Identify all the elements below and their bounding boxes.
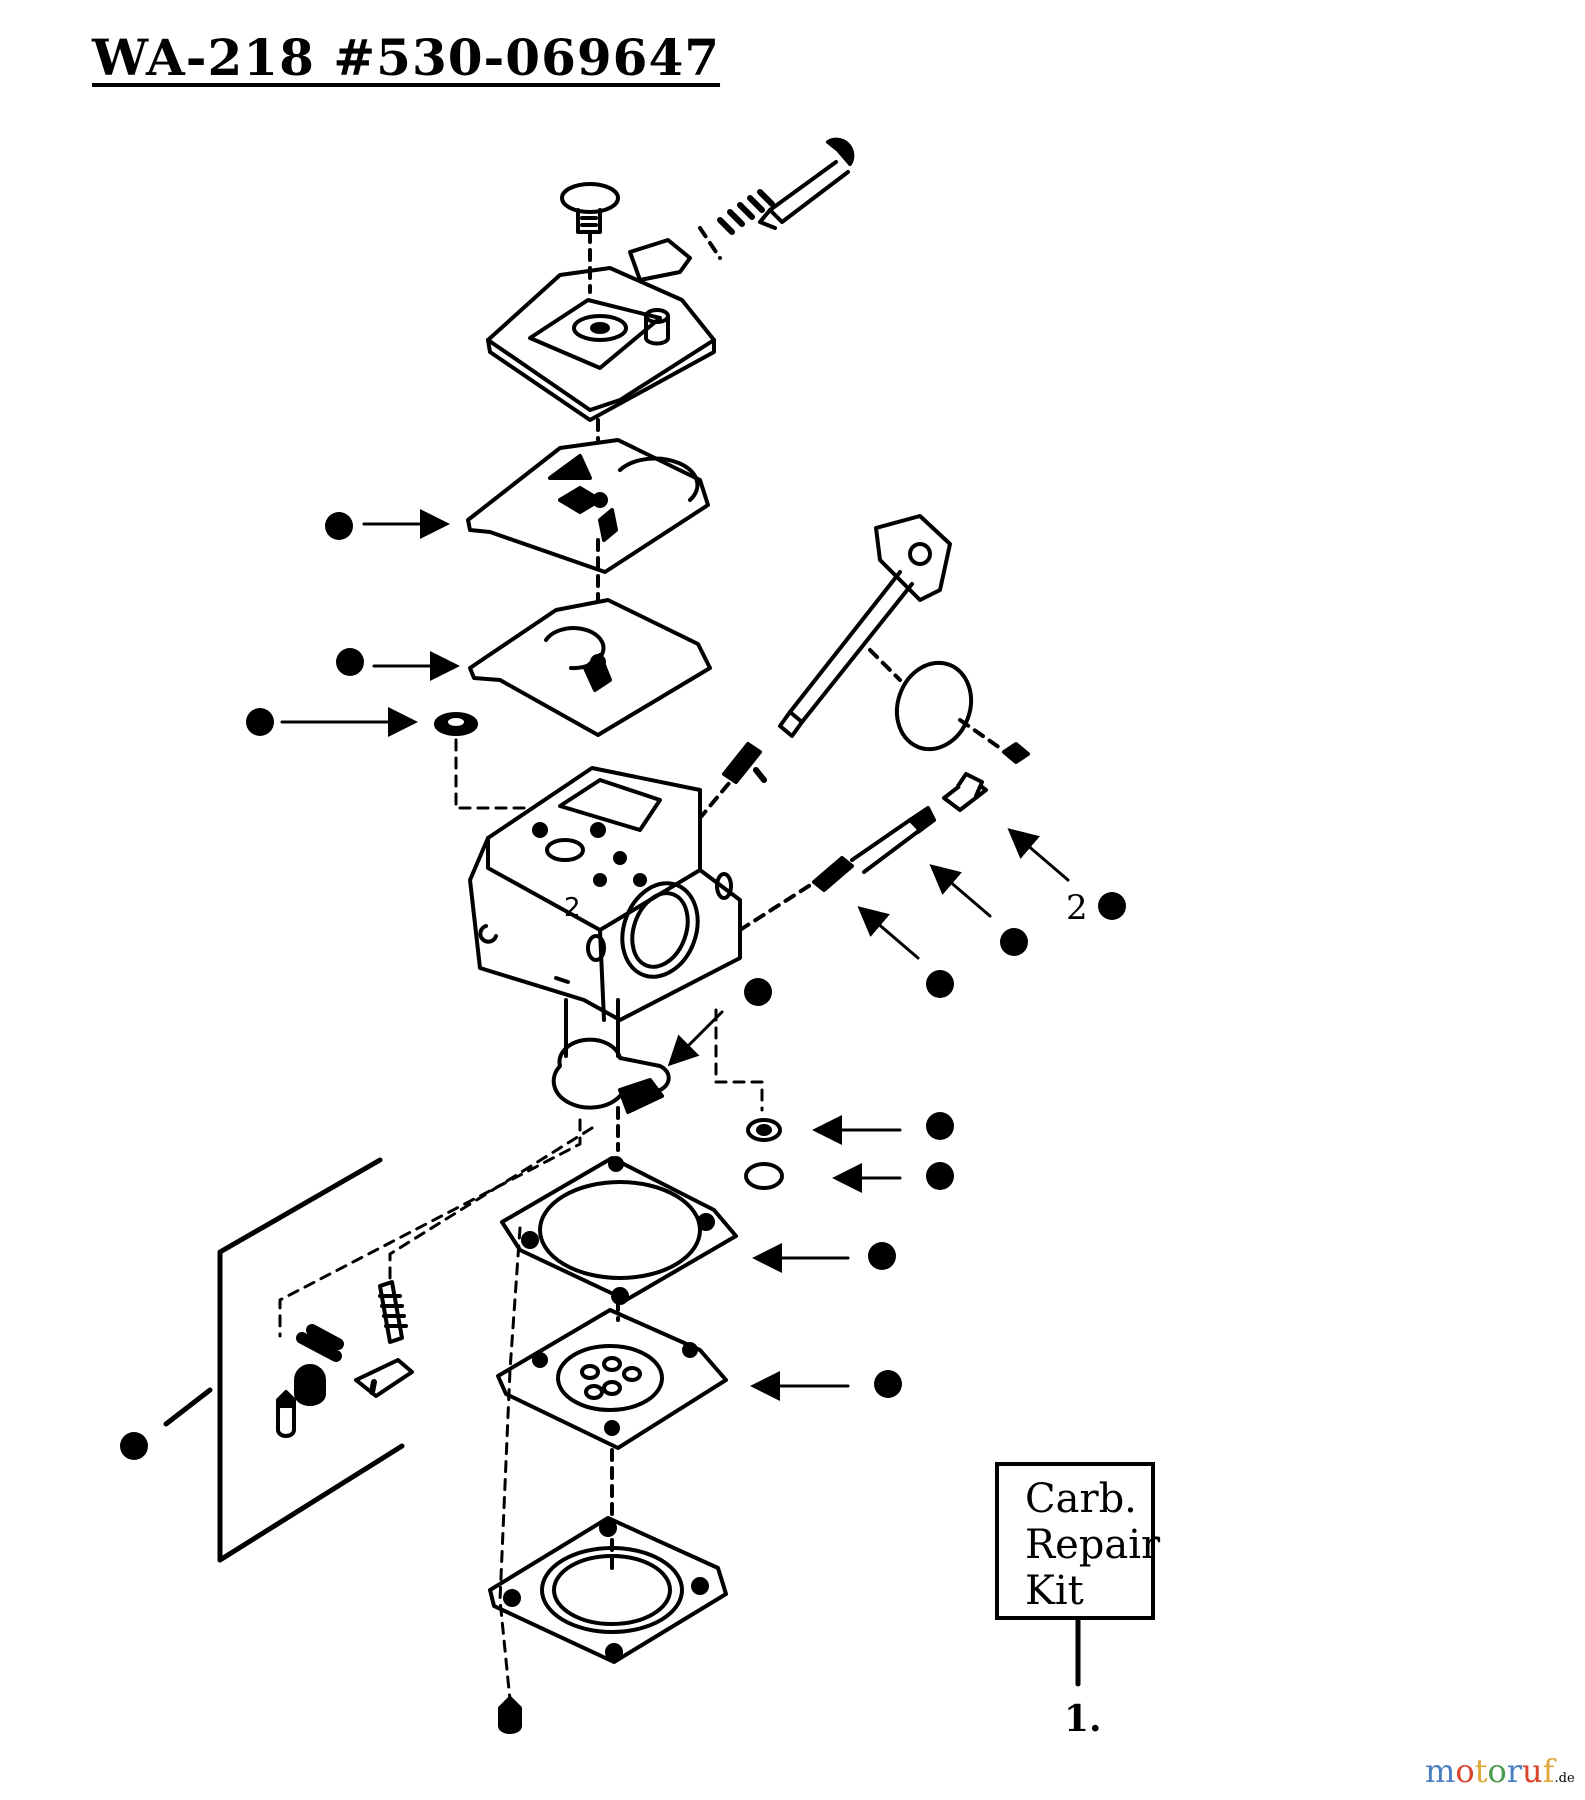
bottom-screw <box>498 1696 522 1734</box>
callout-dot <box>325 512 353 540</box>
svg-text:2: 2 <box>564 893 581 923</box>
pump-diaphragm <box>468 598 712 737</box>
callout-arrow <box>1007 828 1070 882</box>
kit-line-2: Repair <box>1025 1522 1161 1568</box>
callout-number-2: 2 <box>1066 888 1088 928</box>
watermark-letter: o <box>1455 1752 1475 1790</box>
top-cover-screw <box>560 182 620 234</box>
metering-gasket <box>500 1106 738 1305</box>
callout-dot <box>120 1432 148 1460</box>
watermark-tld: .de <box>1554 1771 1575 1786</box>
watermark-letter: o <box>1487 1752 1507 1790</box>
callout-dot <box>926 1162 954 1190</box>
watermark-letter: t <box>1474 1752 1488 1790</box>
callout-arrow <box>857 906 920 960</box>
metering-diaphragm <box>496 1298 728 1450</box>
metering-cover <box>488 1448 728 1664</box>
diagram-title: WA-218 #530-069647 <box>92 28 721 87</box>
idle-needle-assembly <box>698 137 855 260</box>
alignment-line <box>498 1226 522 1702</box>
callout-dot <box>1098 892 1126 920</box>
carburetor-body: 2 <box>468 766 742 1022</box>
carb-repair-kit-box: Carb. Repair Kit <box>995 1462 1161 1620</box>
watermark-letter: u <box>1522 1752 1543 1790</box>
watermark-letter: r <box>1506 1752 1523 1790</box>
inlet-screen <box>714 1008 784 1190</box>
callout-dot <box>868 1242 896 1270</box>
callout-dot <box>744 978 772 1006</box>
mixture-needles <box>738 772 988 932</box>
watermark-letter: m <box>1425 1752 1456 1790</box>
metering-lever <box>551 998 671 1114</box>
bracket-lines <box>163 1157 405 1563</box>
watermark: motoruf.de <box>1425 1752 1575 1790</box>
callout-dots <box>120 512 1126 1460</box>
inlet-needle-group <box>276 1118 594 1438</box>
kit-reference-number: 1. <box>1064 1698 1102 1740</box>
kit-line-3: Kit <box>1025 1568 1084 1614</box>
callout-dot <box>926 970 954 998</box>
callout-arrow <box>929 864 992 918</box>
watermark-letter: f <box>1542 1752 1555 1790</box>
callout-dot <box>246 708 274 736</box>
callout-dot <box>1000 928 1028 956</box>
pump-gasket <box>466 418 710 602</box>
callout-arrow <box>667 1010 724 1067</box>
throttle-shaft-assembly <box>698 514 1030 820</box>
callout-arrows <box>280 509 1070 1401</box>
callout-dot <box>336 648 364 676</box>
top-cover <box>486 230 716 422</box>
watermark-brand: motoruf <box>1425 1752 1554 1790</box>
kit-line-1: Carb. <box>1025 1476 1137 1522</box>
callout-dot <box>926 1112 954 1140</box>
callout-dot <box>874 1370 902 1398</box>
